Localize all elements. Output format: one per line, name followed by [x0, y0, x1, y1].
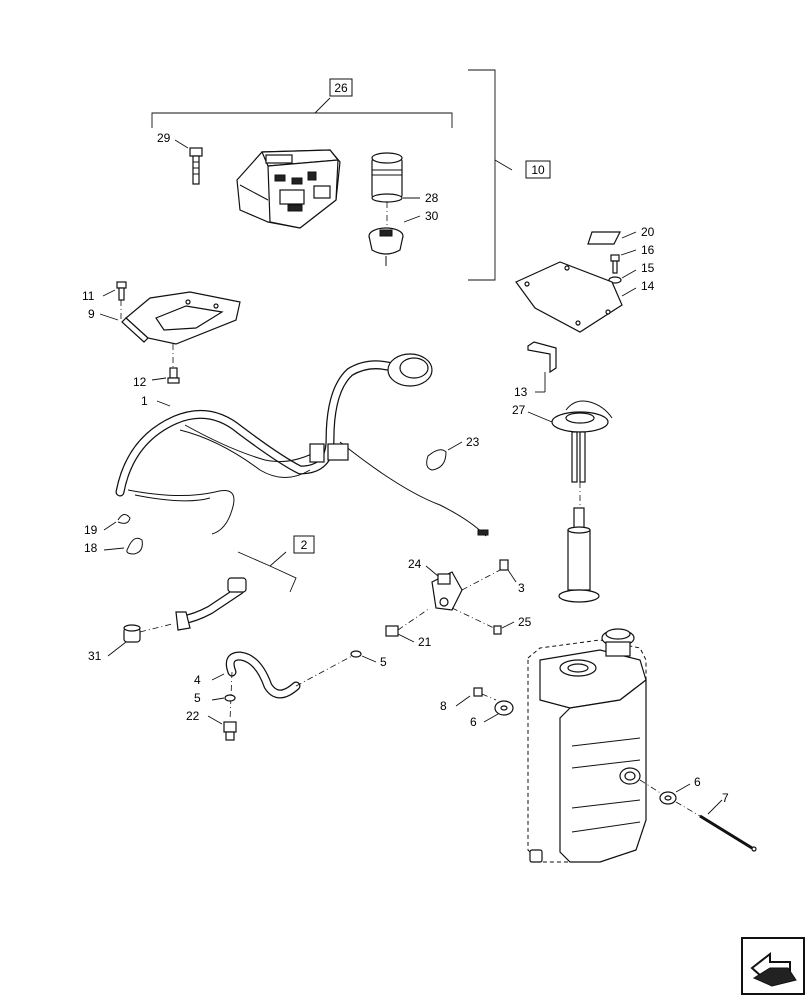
- callout-6-left: 6: [470, 715, 477, 729]
- plate-14: 14: [515, 261, 655, 333]
- group-2-bracket: 2: [237, 535, 315, 593]
- callout-31: 31: [88, 649, 102, 663]
- callout-5-center: 5: [380, 655, 387, 669]
- callout-8: 8: [440, 699, 447, 713]
- callout-20: 20: [641, 225, 655, 239]
- filter-28: 28: [371, 152, 439, 230]
- callout-22: 22: [186, 709, 200, 723]
- callout-15: 15: [641, 261, 655, 275]
- washer-15: 15: [608, 261, 655, 284]
- group-10-bracket: 10: [468, 69, 551, 281]
- callout-23: 23: [466, 435, 480, 449]
- callout-30: 30: [425, 209, 439, 223]
- bracket-13: 13: [514, 341, 557, 399]
- bolt-16: 16: [610, 243, 655, 274]
- callout-19: 19: [84, 523, 98, 537]
- callout-11: 11: [82, 289, 95, 303]
- callout-29: 29: [157, 131, 171, 145]
- callout-24: 24: [408, 557, 422, 571]
- filter-cap-30: 30: [368, 209, 439, 266]
- callout-5-left: 5: [194, 691, 201, 705]
- callout-2: 2: [301, 538, 308, 552]
- clip-18: 18: [84, 537, 143, 555]
- bolt-11: 11: [82, 281, 127, 320]
- callout-13: 13: [514, 385, 528, 399]
- callout-3: 3: [518, 581, 525, 595]
- fitting-21: 21: [385, 607, 432, 649]
- callout-7: 7: [722, 791, 729, 805]
- hose-harness-1: 1: [115, 353, 489, 537]
- bolt-12: 12: [133, 344, 180, 389]
- callout-9: 9: [88, 307, 95, 321]
- callout-21: 21: [418, 635, 432, 649]
- arrow-navigation-icon[interactable]: [741, 937, 805, 995]
- bracket-9: 9: [88, 291, 241, 345]
- washer-6-right: 6: [639, 775, 701, 805]
- def-tank: [527, 628, 647, 863]
- line-4: 4: [194, 651, 353, 721]
- callout-1: 1: [141, 394, 148, 408]
- callout-27: 27: [512, 403, 526, 417]
- label-20: 20: [587, 225, 655, 245]
- group-26-bracket: 26: [151, 78, 453, 128]
- clip-23: 23: [426, 435, 480, 471]
- callout-14: 14: [641, 279, 655, 293]
- valve-24: 24: [408, 557, 501, 629]
- level-sensor-27: 27: [512, 400, 613, 505]
- callout-18: 18: [84, 541, 98, 555]
- bolt-8: 8: [440, 687, 497, 713]
- washer-5-left: 5: [194, 691, 236, 705]
- callout-16: 16: [641, 243, 655, 257]
- washer-5-center: 5: [350, 650, 387, 669]
- rod-7: 7: [675, 791, 757, 852]
- connector-31: 31: [88, 623, 173, 663]
- bolt-29: 29: [157, 131, 203, 185]
- clip-19: 19: [84, 514, 131, 537]
- callout-28: 28: [425, 191, 439, 205]
- heater-line: [175, 577, 247, 631]
- callout-10: 10: [531, 163, 545, 177]
- fitting-22: 22: [186, 709, 237, 741]
- def-control-module: [236, 149, 341, 229]
- callout-4: 4: [194, 673, 201, 687]
- plug-3: 3: [499, 559, 525, 595]
- callout-26: 26: [334, 81, 348, 95]
- callout-6-right: 6: [694, 775, 701, 789]
- callout-12: 12: [133, 375, 147, 389]
- callout-25: 25: [518, 615, 532, 629]
- plug-25: 25: [493, 615, 532, 635]
- washer-6-left: 6: [470, 700, 514, 729]
- suction-canister: [558, 507, 600, 603]
